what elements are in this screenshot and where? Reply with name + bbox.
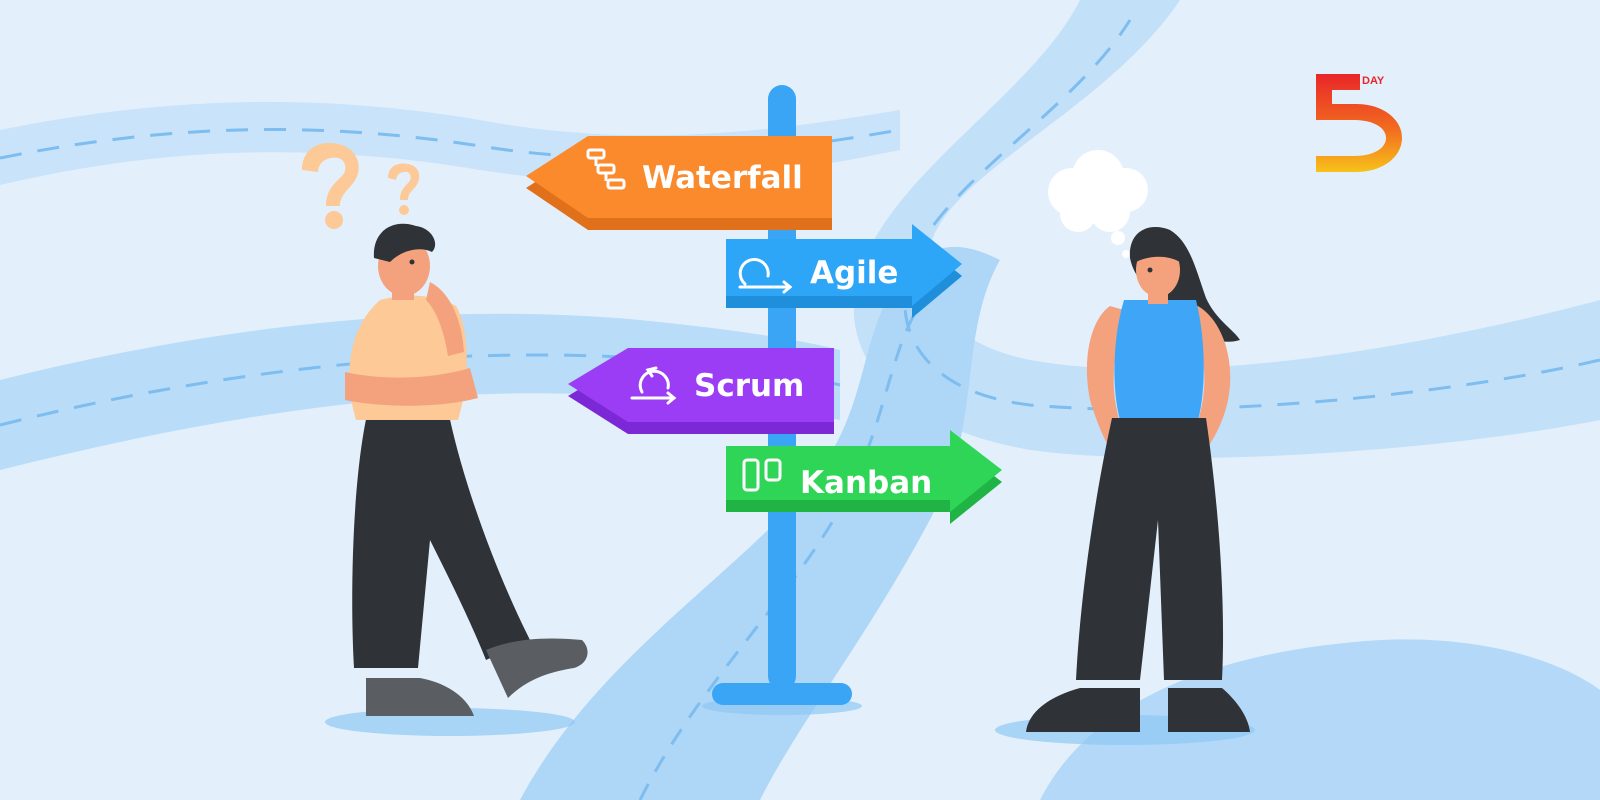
waterfall-icon [586,148,626,190]
sign-waterfall: Waterfall [526,136,832,230]
sign-agile: Agile [726,224,962,318]
road-right-curve [853,0,1600,459]
brand-logo: DAY [1316,74,1402,172]
man-hand-chin [426,282,464,356]
five-logo-icon [1316,74,1402,172]
sign-kanban: Kanban [726,430,1002,524]
sign-scrum: Scrum [568,348,834,434]
man-hair [373,223,436,262]
logo-day-label: DAY [1362,75,1385,87]
woman-fringe [1136,240,1181,262]
road-dash-lower [638,289,932,800]
kanban-board-icon [742,458,782,492]
sign-scrum-label: Scrum [694,368,804,404]
woman-top [1114,300,1204,420]
man-arm [345,368,478,406]
signpost-base [712,683,852,705]
thought-bubble-icon [1048,150,1148,258]
agile-loop-icon [738,257,793,294]
woman-pants [1076,418,1224,680]
man-pants [352,410,530,668]
sign-kanban-label: Kanban [800,465,932,501]
sign-agile-label: Agile [810,255,898,291]
woman-figure [1026,227,1250,732]
man-figure [345,223,588,716]
scrum-cycle-icon [630,366,677,405]
woman-shoe-left [1026,688,1140,732]
sign-waterfall-label: Waterfall [642,160,803,196]
question-mark-icon [302,143,420,229]
man-shoe-left [366,678,474,716]
woman-arm-right [1190,306,1231,452]
road-lower-center [520,246,1000,800]
woman-shoe-right [1168,688,1250,732]
man-shoe-right [486,638,588,698]
road-dash-right [903,19,1600,411]
road-lower-right [1040,639,1600,800]
